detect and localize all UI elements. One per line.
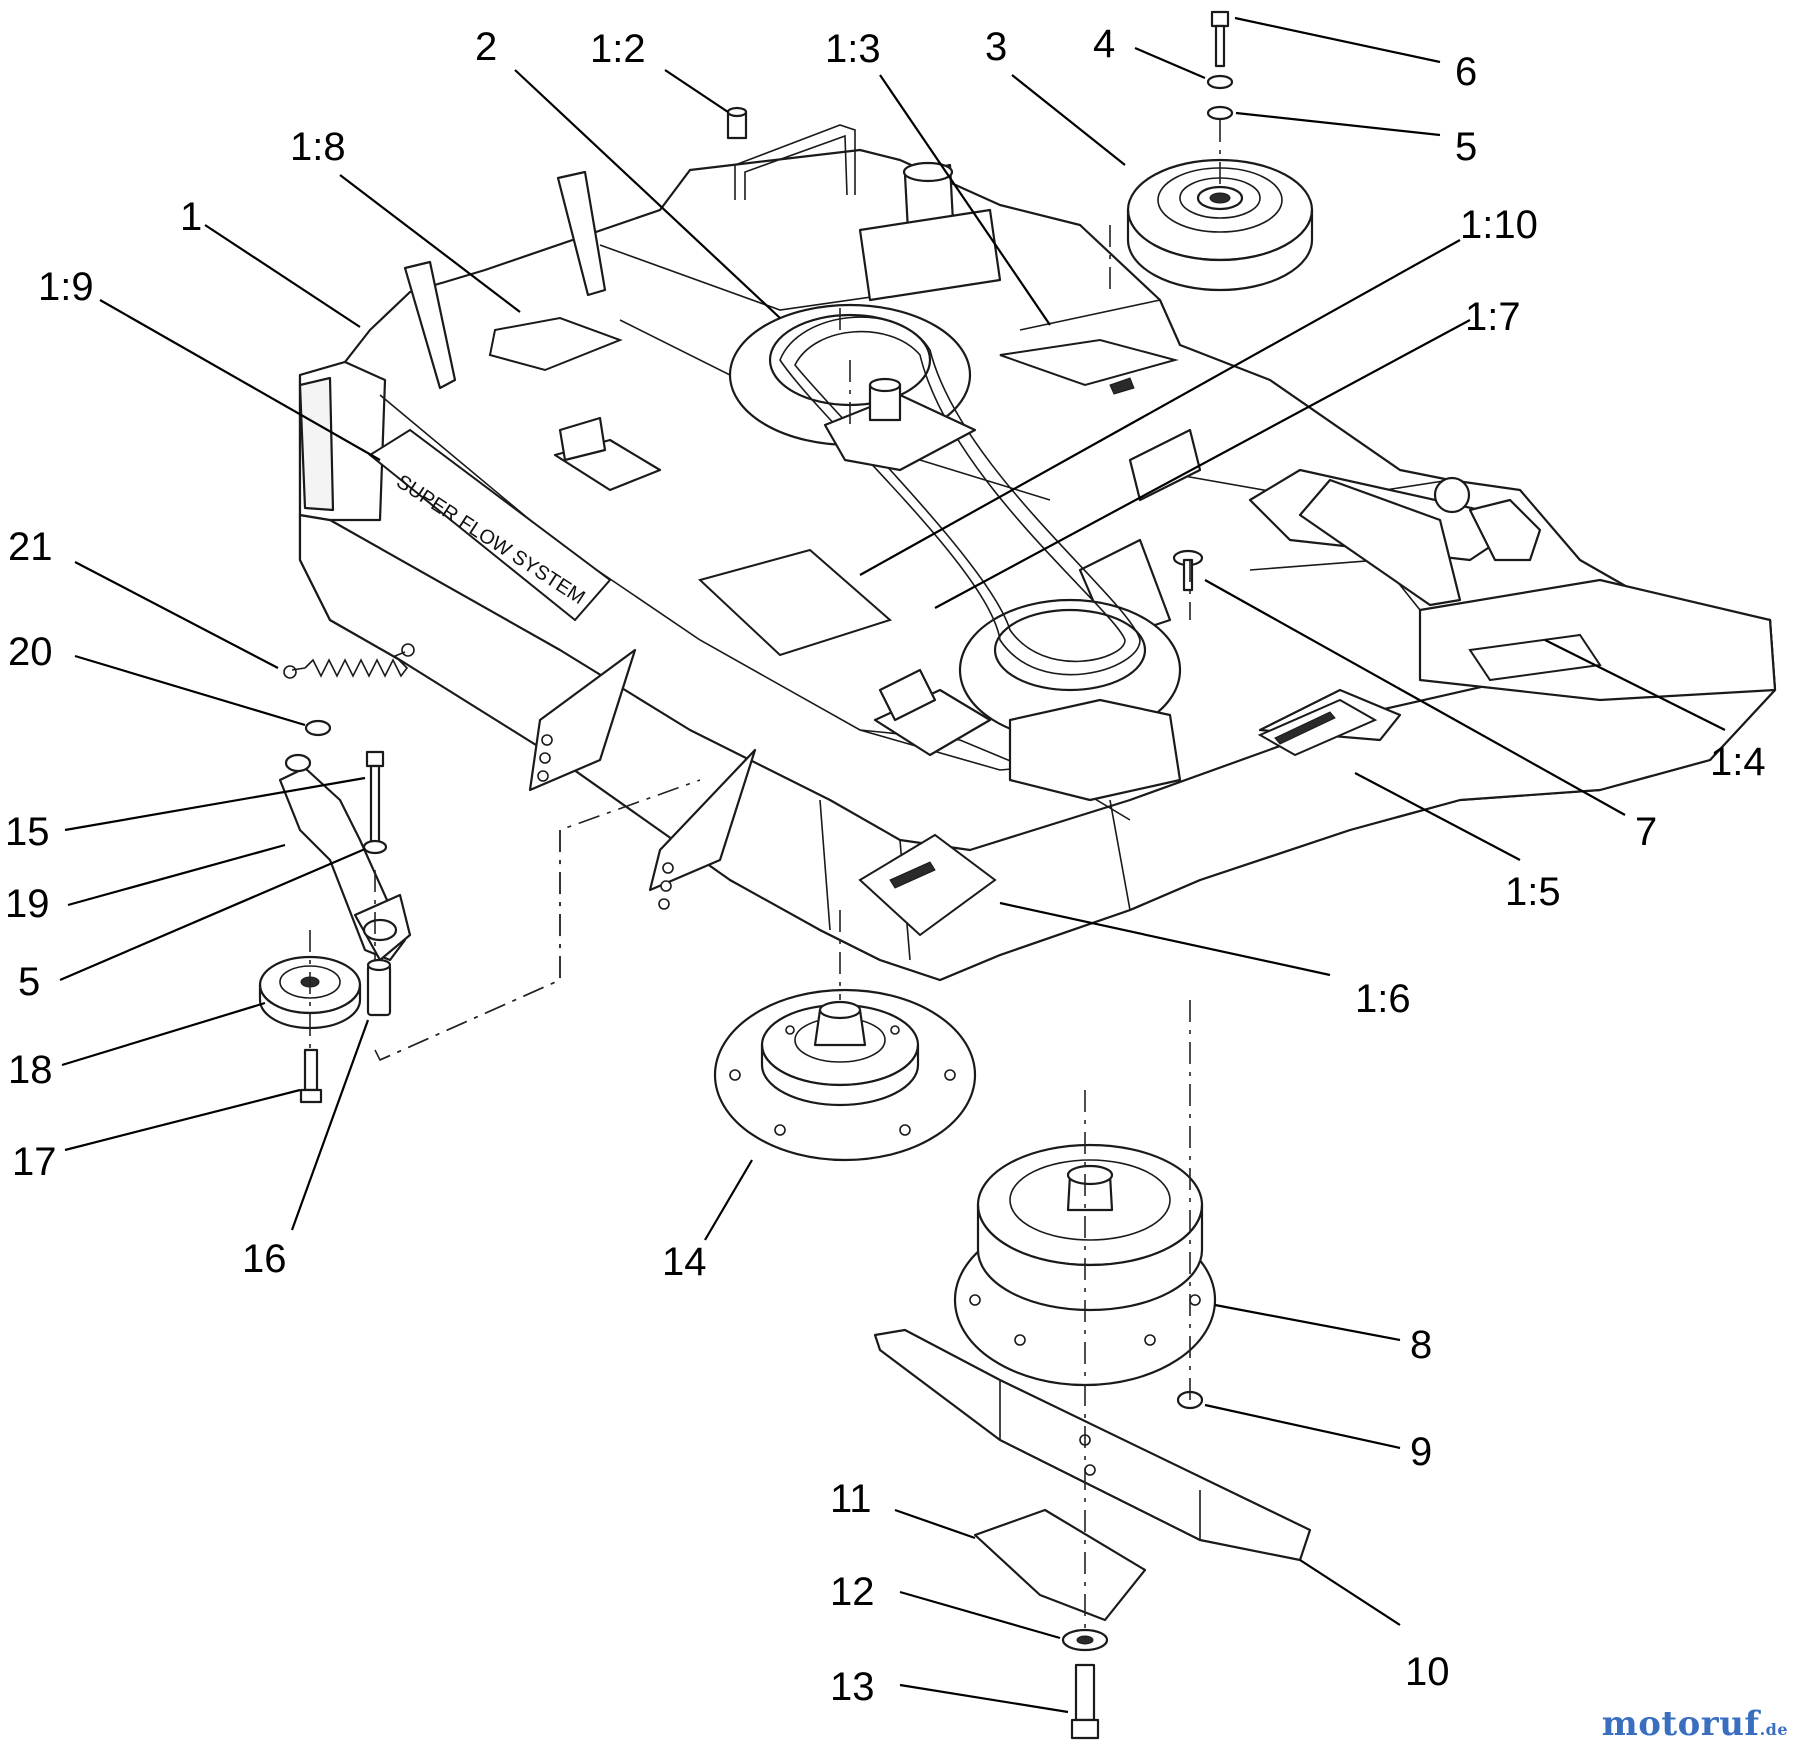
leader-17 — [64, 1088, 301, 1152]
leader-9 — [1204, 1403, 1401, 1450]
watermark-name: motoruf — [1601, 1704, 1760, 1744]
leader-1-6 — [999, 901, 1331, 977]
idler-pulley-top — [1126, 10, 1314, 292]
callout-1-5: 1:5 — [1505, 870, 1561, 914]
decal-1-10 — [698, 548, 892, 657]
callout-1-3: 1:3 — [825, 27, 881, 71]
leader-3 — [1011, 74, 1126, 166]
callout-9: 9 — [1410, 1430, 1432, 1474]
callout-3: 3 — [985, 25, 1007, 69]
callout-15: 15 — [5, 810, 50, 854]
callout-20: 20 — [8, 630, 53, 674]
callout-7: 7 — [1635, 810, 1657, 854]
leader-1-2 — [664, 69, 729, 113]
leader-1-7 — [934, 319, 1471, 609]
alignment-lines — [309, 120, 1221, 1640]
leader-13 — [899, 1683, 1069, 1714]
decal-1-3 — [999, 338, 1179, 387]
decal-1-6 — [858, 833, 997, 937]
leader-1-4 — [1544, 639, 1726, 731]
leader-10 — [1299, 1559, 1401, 1626]
callout-12: 12 — [830, 1570, 875, 1614]
decal-1-4 — [1468, 633, 1602, 682]
callout-1-9: 1:9 — [38, 265, 94, 309]
leader-4 — [1134, 46, 1206, 80]
deck-details — [403, 106, 1542, 910]
leader-12 — [899, 1590, 1061, 1640]
leader-5a — [1235, 111, 1441, 137]
leader-7 — [1204, 579, 1626, 816]
callout-17: 17 — [12, 1140, 57, 1184]
callout-18: 18 — [8, 1048, 53, 1092]
leader-21 — [74, 561, 279, 669]
callout-16: 16 — [242, 1237, 287, 1281]
callout-5b: 5 — [18, 960, 40, 1004]
callout-19: 19 — [5, 882, 50, 926]
leader-1-3 — [879, 74, 1051, 326]
decal-super-flow — [368, 428, 612, 622]
leader-lines — [59, 16, 1726, 1714]
decal-1-5 — [1257, 698, 1378, 757]
callout-4: 4 — [1093, 22, 1115, 66]
leader-16 — [290, 1019, 370, 1231]
callout-1-7: 1:7 — [1465, 295, 1521, 339]
belt-assembly — [728, 303, 1182, 802]
callout-1-10: 1:10 — [1460, 203, 1538, 247]
mower-deck — [298, 148, 1777, 982]
leader-1-8 — [339, 174, 521, 313]
leader-1 — [204, 224, 361, 328]
idler-arm-assembly — [258, 643, 415, 1104]
decal-1-8 — [488, 316, 623, 372]
leader-18 — [61, 1001, 266, 1067]
callout-1-2: 1:2 — [590, 27, 646, 71]
callout-14: 14 — [662, 1240, 707, 1284]
leader-1-5 — [1354, 772, 1521, 861]
leader-1-10 — [859, 239, 1461, 576]
leader-15 — [64, 776, 366, 832]
callout-6: 6 — [1455, 50, 1477, 94]
leader-2 — [514, 69, 781, 319]
leader-20 — [74, 654, 306, 727]
watermark-logo: motoruf.de — [1602, 1704, 1788, 1744]
callout-11: 11 — [830, 1477, 872, 1521]
leader-19 — [67, 843, 286, 907]
callout-labels: 1 2 3 4 5 5 6 7 8 9 10 11 12 13 14 15 16… — [5, 22, 1766, 1709]
callout-5a: 5 — [1455, 125, 1477, 169]
callout-13: 13 — [830, 1665, 875, 1709]
callout-1-4: 1:4 — [1710, 740, 1766, 784]
leader-1-9 — [99, 299, 381, 461]
callout-21: 21 — [8, 525, 53, 569]
leader-11 — [894, 1508, 976, 1540]
spindle-assembly-left — [713, 988, 977, 1162]
callout-8: 8 — [1410, 1323, 1432, 1367]
leader-8 — [1214, 1303, 1401, 1342]
callout-1-6: 1:6 — [1355, 977, 1411, 1021]
mower-blade — [873, 549, 1312, 1740]
leader-14 — [704, 1159, 753, 1241]
callout-1-8: 1:8 — [290, 125, 346, 169]
callout-10: 10 — [1405, 1650, 1450, 1694]
watermark-suffix: .de — [1759, 1720, 1788, 1739]
callout-1: 1 — [180, 195, 202, 239]
leader-6 — [1234, 16, 1441, 64]
callout-2: 2 — [475, 25, 497, 69]
leader-5b — [59, 847, 366, 982]
